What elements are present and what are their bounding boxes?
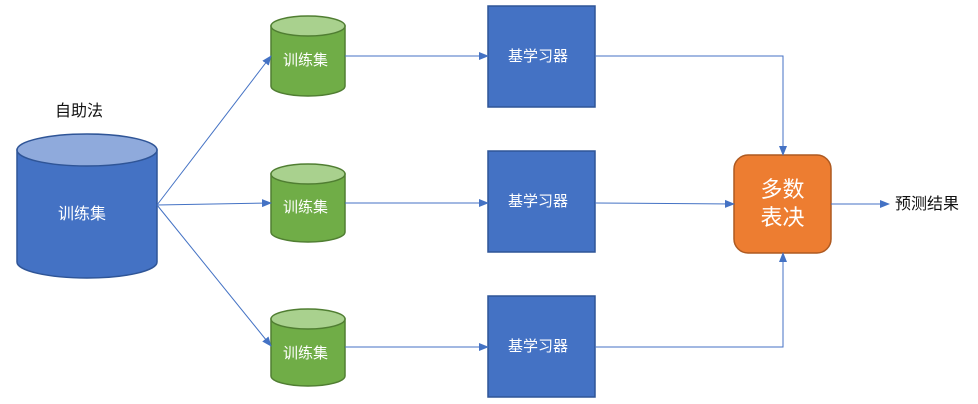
connector-source-subset-3 xyxy=(156,204,272,347)
learner-box-1 xyxy=(487,5,596,108)
vote-label-line-1: 多数 xyxy=(760,178,805,203)
subset-label-3: 训练集 xyxy=(283,344,329,362)
learner-label-2: 基学习器 xyxy=(508,192,569,210)
bootstrap-label: 自助法 xyxy=(55,101,104,120)
connector-learner-2-vote xyxy=(594,199,735,208)
subset-label-2: 训练集 xyxy=(283,198,329,216)
connector-source-subset-2 xyxy=(156,199,272,208)
vote-label-line-2: 表决 xyxy=(760,206,805,231)
source-label: 训练集 xyxy=(58,204,107,223)
learner-label-3: 基学习器 xyxy=(508,337,569,355)
connector-learner-1-vote xyxy=(595,55,787,156)
connector-source-subset-1 xyxy=(156,55,272,206)
subset-label-1: 训练集 xyxy=(283,51,329,69)
learner-box-2 xyxy=(487,150,596,253)
output-label: 预测结果 xyxy=(895,194,960,213)
learner-label-1: 基学习器 xyxy=(508,47,569,65)
subset-cylinder-2 xyxy=(270,163,346,243)
source-cylinder xyxy=(16,133,158,279)
subset-cylinder-3 xyxy=(270,308,346,387)
subset-cylinder-1 xyxy=(270,15,346,97)
connector-learner-3-vote xyxy=(595,252,787,348)
